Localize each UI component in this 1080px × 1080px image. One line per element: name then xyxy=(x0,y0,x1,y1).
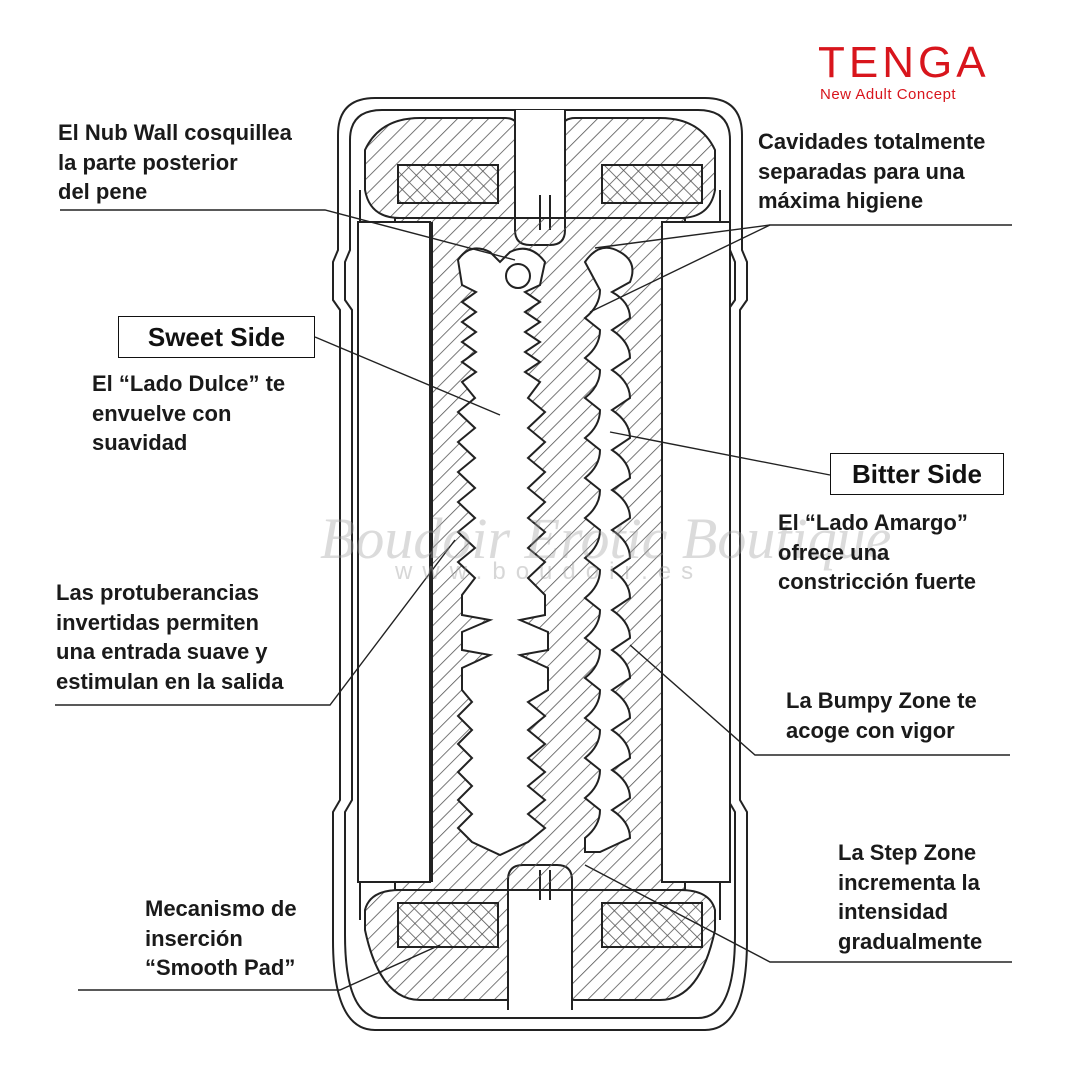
bitter-side-cavity xyxy=(583,246,634,853)
label-line: estimulan en la salida xyxy=(56,668,284,694)
brand-tagline: New Adult Concept xyxy=(820,86,957,103)
bitter-side-box: Bitter Side xyxy=(830,453,1004,495)
label-nub-wall: El Nub Wall cosquillea la parte posterio… xyxy=(58,118,292,207)
bottom-caps xyxy=(364,864,716,1010)
sweet-side-cavity xyxy=(456,247,549,857)
label-line: máxima higiene xyxy=(758,188,924,213)
leader-cavidades-2 xyxy=(594,224,771,249)
label-line: La Step Zone xyxy=(838,840,977,865)
label-line: una entrada suave y xyxy=(56,639,268,664)
label-protuberancias: Las protuberancias invertidas permiten u… xyxy=(56,578,283,696)
leader-smooth-pad xyxy=(78,944,441,991)
label-line: El “Lado Dulce” te xyxy=(92,371,286,396)
label-step-zone: La Step Zone incrementa la intensidad gr… xyxy=(838,838,982,956)
label-line: envuelve con xyxy=(92,400,232,426)
label-lado-dulce: El “Lado Dulce” te envuelve con suavidad xyxy=(92,369,285,458)
label-line: Mecanismo de xyxy=(145,896,297,921)
label-line: “Smooth Pad” xyxy=(145,955,296,980)
label-smooth-pad: Mecanismo de inserción “Smooth Pad” xyxy=(145,894,297,983)
label-lado-amargo: El “Lado Amargo” ofrece una constricción… xyxy=(778,508,976,597)
leader-bitter-side xyxy=(609,431,831,476)
brand-logo-text: TENGA xyxy=(818,38,990,87)
bitter-side-title: Bitter Side xyxy=(851,458,983,489)
label-line: Cavidades totalmente xyxy=(758,129,986,154)
label-line: El Nub Wall cosquillea xyxy=(58,120,292,145)
label-line: La Bumpy Zone te xyxy=(786,688,977,713)
watermark-text: Boudoir Erotic Boutique xyxy=(320,506,892,571)
label-line: acoge con vigor xyxy=(786,717,955,743)
leader-bumpy xyxy=(629,644,1010,756)
sweet-side-title: Sweet Side xyxy=(147,321,286,352)
label-line: inserción xyxy=(145,925,243,951)
label-cavidades: Cavidades totalmente separadas para una … xyxy=(758,127,985,216)
label-line: separadas para una xyxy=(758,158,965,184)
leader-protuberancias xyxy=(55,539,456,706)
label-line: invertidas permiten xyxy=(56,609,259,635)
watermark-url: www.boudoir.es xyxy=(395,558,704,585)
outer-shell xyxy=(332,97,748,1031)
label-line: Las protuberancias xyxy=(56,580,259,605)
label-line: suavidad xyxy=(92,430,188,455)
top-caps xyxy=(364,110,716,246)
label-line: ofrece una xyxy=(778,539,890,565)
label-line: constricción fuerte xyxy=(778,569,977,594)
label-line: gradualmente xyxy=(838,928,983,954)
label-line: El “Lado Amargo” xyxy=(778,510,968,535)
label-line: del pene xyxy=(58,179,148,204)
label-bumpy-zone: La Bumpy Zone te acoge con vigor xyxy=(786,686,977,745)
leader-lines xyxy=(55,209,1012,991)
sweet-side-box: Sweet Side xyxy=(118,316,315,358)
leader-step xyxy=(584,864,1012,963)
leader-sweet-side xyxy=(314,336,501,416)
label-line: intensidad xyxy=(838,899,949,924)
label-line: incrementa la xyxy=(838,869,980,895)
label-line: la parte posterior xyxy=(58,149,238,175)
leader-nub-wall xyxy=(60,209,516,261)
